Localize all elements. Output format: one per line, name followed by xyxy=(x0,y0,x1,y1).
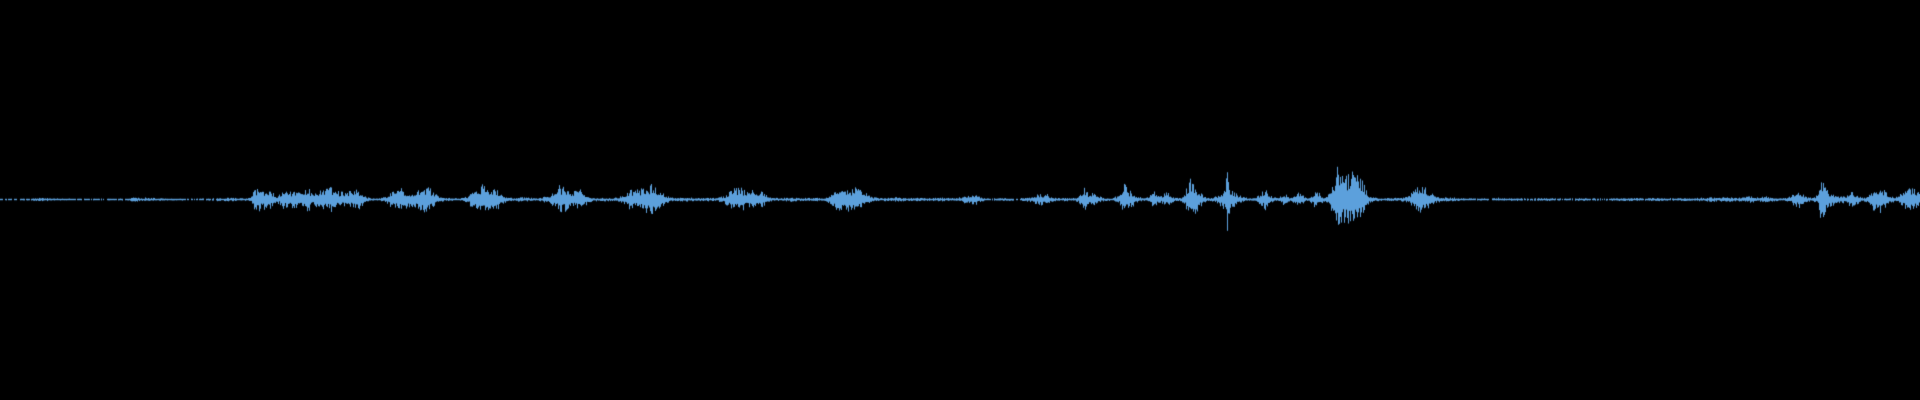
waveform-viewport xyxy=(0,0,1920,400)
audio-waveform xyxy=(0,0,1920,400)
